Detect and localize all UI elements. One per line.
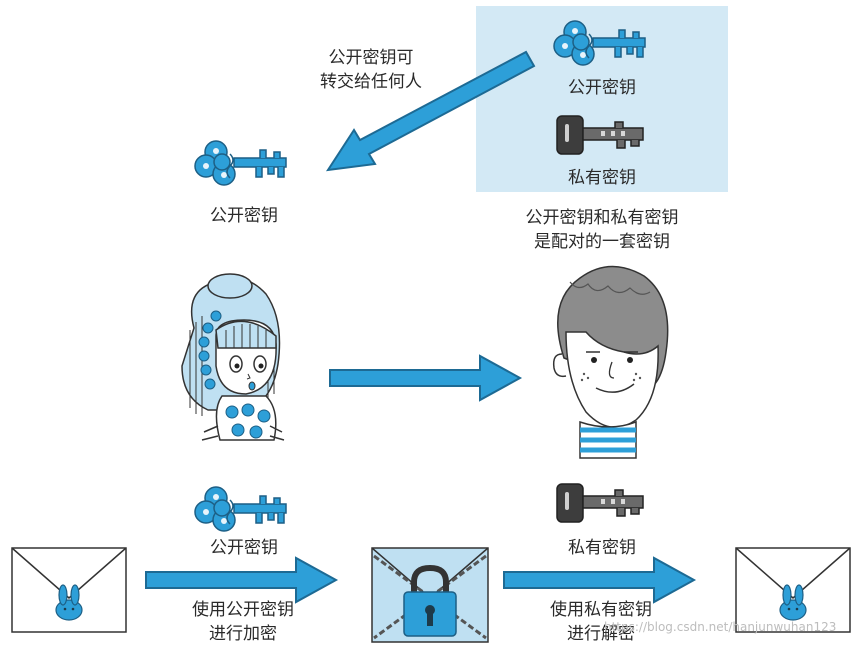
encrypt-caption-line1: 使用公开密钥 <box>192 600 294 620</box>
panel-private-key-label: 私有密钥 <box>568 168 636 188</box>
public-key-icon <box>194 486 287 532</box>
key-pair-panel <box>476 6 728 192</box>
bottom-public-key-label: 公开密钥 <box>210 538 278 558</box>
bottom-private-key-label: 私有密钥 <box>568 538 636 558</box>
decrypt-caption-line1: 使用私有密钥 <box>550 600 652 620</box>
boy-illustration <box>552 265 669 459</box>
shareable-note-line1: 公开密钥可 <box>328 48 414 68</box>
panel-public-key-label: 公开密钥 <box>568 78 636 98</box>
watermark: https://blog.csdn.net/hanjunwuhan123 <box>604 620 837 634</box>
envelope-icon <box>11 547 127 633</box>
private-key-icon <box>556 483 644 523</box>
decrypt-caption-line2: 进行解密 <box>567 624 635 644</box>
received-public-key-label: 公开密钥 <box>210 206 278 226</box>
pair-note-line1: 公开密钥和私有密钥 <box>525 208 679 228</box>
arrow-icon <box>329 355 521 401</box>
public-key-icon <box>194 140 287 186</box>
shareable-note-line2: 转交给任何人 <box>320 72 422 92</box>
girl-illustration <box>181 273 285 441</box>
pair-note-line2: 是配对的一套密钥 <box>534 232 670 252</box>
encrypt-caption-line2: 进行加密 <box>209 624 277 644</box>
locked-envelope-icon <box>371 547 489 643</box>
